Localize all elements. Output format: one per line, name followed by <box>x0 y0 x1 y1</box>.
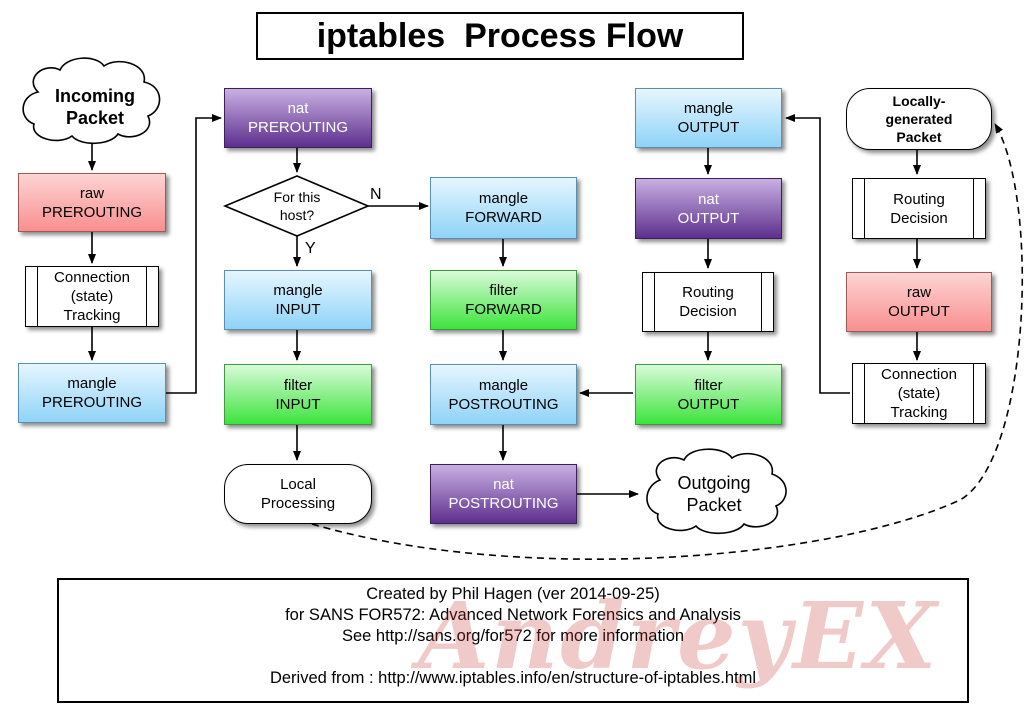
raw-prerouting-box: raw PREROUTING <box>18 173 166 232</box>
credits-line: Derived from : http://www.iptables.info/… <box>269 669 757 687</box>
credits-line: for SANS FOR572: Advanced Network Forens… <box>285 606 741 624</box>
box-line: Tracking <box>890 404 948 421</box>
box-line: INPUT <box>275 395 321 413</box>
box-line: mangle <box>67 375 117 392</box>
local-processing-box: Local Processing <box>224 464 372 524</box>
box-line: INPUT <box>275 301 321 318</box>
credits-line: Created by Phil Hagen (ver 2014-09-25) <box>366 585 660 603</box>
routing-decision-box-2: Routing Decision <box>852 178 986 239</box>
box-line: Routing <box>893 190 945 208</box>
nat-output-box: nat OUTPUT <box>635 178 782 239</box>
box-line: (state) <box>70 288 114 305</box>
box-line: OUTPUT <box>677 209 740 227</box>
outgoing-cloud <box>646 448 787 535</box>
mangle-postrouting-box: mangle POSTROUTING <box>430 364 577 425</box>
nat-prerouting-box: nat PREROUTING <box>224 88 372 148</box>
incoming-packet-label: Incoming Packet <box>40 80 150 134</box>
box-line: FORWARD <box>465 301 542 318</box>
routing-decision-box-1: Routing Decision <box>642 272 774 332</box>
decision-yes-label: Y <box>305 240 316 257</box>
decision-diamond <box>222 175 371 237</box>
credits-line: See http://sans.org/for572 for more info… <box>341 627 685 645</box>
credits-box: Created by Phil Hagen (ver 2014-09-25) f… <box>57 578 969 703</box>
outgoing-line2: Packet <box>686 495 742 515</box>
incoming-cloud <box>22 57 161 145</box>
outgoing-line1: Outgoing <box>677 473 751 493</box>
box-line: Decision <box>679 303 737 320</box>
incoming-line2: Packet <box>65 108 125 128</box>
box-line: FORWARD <box>465 209 542 226</box>
box-line: Connection <box>881 366 957 383</box>
box-line: raw <box>906 284 932 301</box>
connection-tracking-box-1: Connection (state) Tracking <box>25 266 159 327</box>
raw-output-box: raw OUTPUT <box>846 272 992 332</box>
box-line: mangle <box>478 376 529 394</box>
box-line: Locally- <box>892 93 946 109</box>
mangle-input-box: mangle INPUT <box>224 270 372 330</box>
page-title: iptables Process Flow <box>256 12 744 60</box>
box-line: Routing <box>682 284 734 301</box>
box-line: filter <box>489 282 518 299</box>
mangle-forward-box: mangle FORWARD <box>430 177 577 239</box>
box-line: Tracking <box>63 307 121 324</box>
decision-line2: host? <box>279 207 315 223</box>
box-line: Local <box>280 476 316 493</box>
box-line: nat <box>493 476 514 493</box>
outgoing-packet-label: Outgoing Packet <box>662 468 766 520</box>
box-line: raw <box>79 184 105 202</box>
box-line: OUTPUT <box>677 395 740 413</box>
filter-output-box: filter OUTPUT <box>635 364 782 425</box>
box-line: Connection <box>54 269 130 286</box>
box-line: POSTROUTING <box>448 495 559 512</box>
box-line: OUTPUT <box>677 119 740 136</box>
filter-forward-box: filter FORWARD <box>430 270 577 330</box>
box-line: nat <box>698 190 719 208</box>
locally-generated-packet-box: Locally- generated Packet <box>846 88 992 150</box>
box-line: Decision <box>890 209 948 227</box>
box-line: mangle <box>478 190 529 207</box>
box-line: generated <box>885 111 953 127</box>
box-line: mangle <box>683 100 734 117</box>
box-line: OUTPUT <box>888 303 950 320</box>
box-line: filter <box>694 376 723 394</box>
box-line: POSTROUTING <box>448 395 559 413</box>
box-line: filter <box>283 376 313 394</box>
decision-label: For this host? <box>250 186 344 226</box>
box-line: Processing <box>260 495 336 512</box>
box-line: nat <box>287 100 309 117</box>
box-line: mangle <box>273 282 323 299</box>
mangle-output-box: mangle OUTPUT <box>635 88 782 148</box>
incoming-line1: Incoming <box>55 86 135 106</box>
connection-tracking-box-2: Connection (state) Tracking <box>852 363 986 424</box>
box-line: PREROUTING <box>41 394 142 411</box>
mangle-prerouting-box: mangle PREROUTING <box>18 363 166 423</box>
filter-input-box: filter INPUT <box>224 364 372 425</box>
box-line: (state) <box>897 385 941 402</box>
box-line: Packet <box>896 129 942 145</box>
decision-no-label: N <box>370 186 382 203</box>
credits-line <box>59 647 967 668</box>
decision-line1: For this <box>273 189 321 205</box>
box-line: PREROUTING <box>247 119 348 136</box>
box-line: PREROUTING <box>41 203 142 221</box>
nat-postrouting-box: nat POSTROUTING <box>430 464 577 524</box>
